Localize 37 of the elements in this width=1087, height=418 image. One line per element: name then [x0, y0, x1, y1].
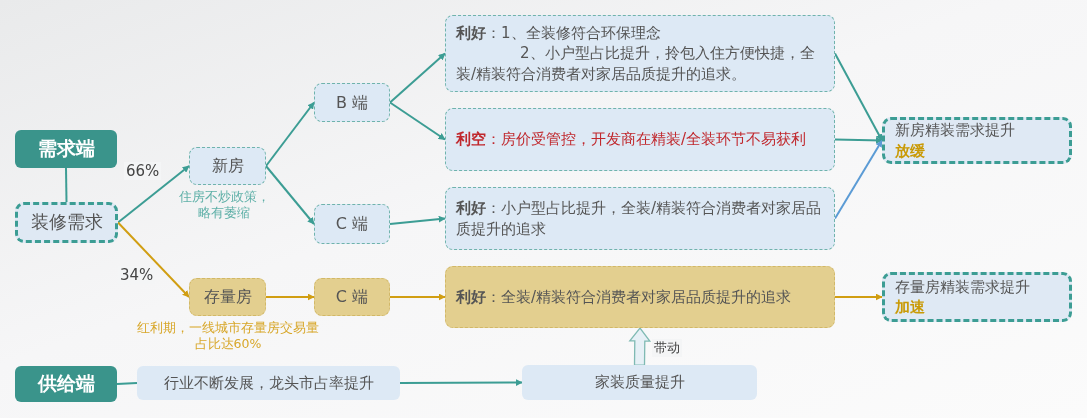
- arrow: [265, 101, 315, 167]
- arrow: [265, 293, 315, 301]
- arrow: [389, 215, 446, 225]
- process-box: 利好：小户型占比提升，全装/精装符合消费者对家居品质提升的追求: [445, 187, 835, 250]
- arrow: [389, 293, 446, 301]
- arrow: [265, 165, 315, 225]
- process-box: 利空：房价受管控，开发商在精装/全装环节不易获利: [445, 108, 835, 171]
- arrow: [399, 379, 523, 387]
- arrow: [117, 165, 190, 224]
- arrow: [834, 136, 883, 144]
- process-box: 新房精装需求提升 放缓: [882, 117, 1072, 164]
- process-box: 新房: [189, 147, 266, 185]
- arrow: [834, 139, 883, 220]
- connector-line: [116, 382, 138, 385]
- process-box: 存量房: [189, 278, 266, 316]
- node-note: 住房不炒政策，略有萎缩: [177, 189, 271, 222]
- arrow: [834, 52, 883, 142]
- arrow: [834, 293, 883, 301]
- connector-line: [65, 167, 68, 203]
- process-box: B 端: [314, 83, 390, 122]
- process-box: C 端: [314, 278, 390, 316]
- process-box: 行业不断发展，龙头市占率提升: [137, 366, 400, 400]
- category-label-box: 供给端: [15, 366, 117, 402]
- arrow: [389, 101, 446, 141]
- edge-label: 66%: [124, 162, 162, 180]
- edge-label: 带动: [652, 339, 682, 357]
- node-note: 红利期，一线城市存量房交易量占比达60%: [136, 320, 320, 353]
- process-box: 存量房精装需求提升 加速: [882, 272, 1072, 322]
- block-arrow: [628, 326, 652, 366]
- process-box: 装修需求: [15, 202, 118, 243]
- process-box: 家装质量提升: [522, 365, 757, 400]
- arrow: [389, 52, 446, 104]
- arrow: [117, 221, 190, 298]
- process-box: 利好：全装/精装符合消费者对家居品质提升的追求: [445, 266, 835, 328]
- category-label-box: 需求端: [15, 130, 117, 168]
- process-box: 利好：1、全装修符合环保理念 2、小户型占比提升，拎包入住方便快捷，全装/精装符合消费者对家居品质提升的追求。: [445, 15, 835, 92]
- process-box: C 端: [314, 204, 390, 244]
